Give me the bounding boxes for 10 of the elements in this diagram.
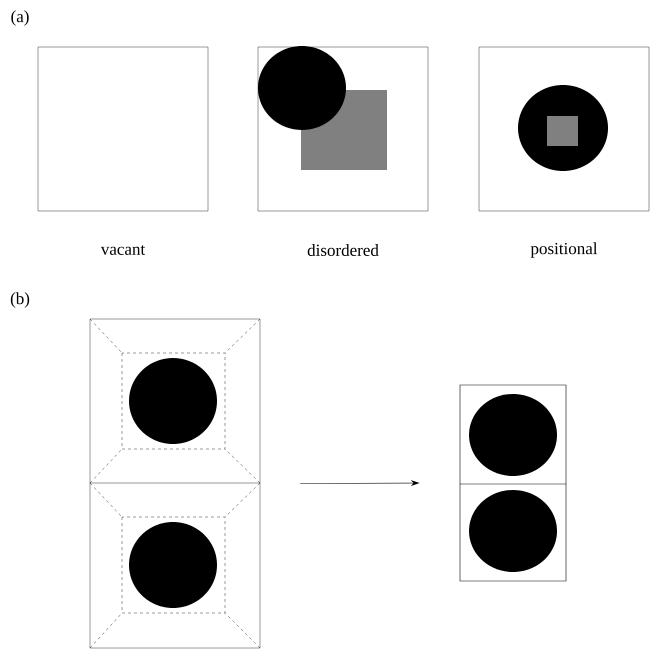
box-label: vacant: [100, 245, 146, 255]
cell-drawing: [478, 46, 650, 212]
cell-drawing: [38, 46, 208, 212]
cell-drawing: [258, 46, 428, 212]
cell-stack-drawing: [460, 384, 566, 582]
panel-label: (a): [11, 10, 29, 26]
box-label: positional: [530, 242, 598, 258]
panel-label: (b): [10, 292, 30, 308]
cell-stack-drawing: [90, 318, 260, 648]
box-label: disordered: [308, 244, 379, 256]
